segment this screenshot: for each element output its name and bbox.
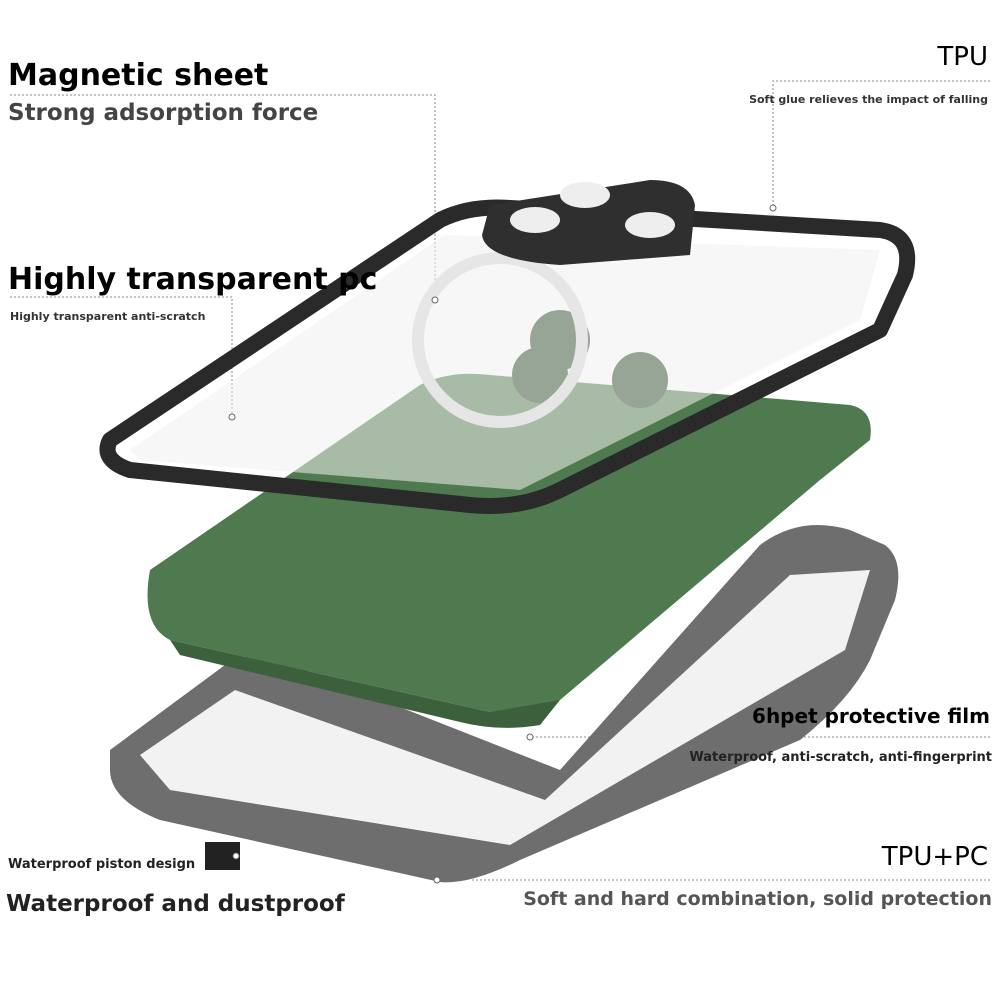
- piston-title: Waterproof piston design: [8, 857, 196, 872]
- film-subtitle: Waterproof, anti-scratch, anti-fingerpri…: [689, 750, 992, 765]
- camera-bump: [482, 180, 695, 265]
- pc-subtitle: Highly transparent anti-scratch: [10, 310, 206, 323]
- film-title: 6hpet protective film: [752, 704, 990, 728]
- pc-title: Highly transparent pc: [8, 262, 378, 297]
- magnetic-title: Magnetic sheet: [8, 58, 269, 93]
- tpupc-subtitle: Soft and hard combination, solid protect…: [523, 888, 992, 910]
- tpu-subtitle: Soft glue relieves the impact of falling: [749, 93, 988, 106]
- top-frame: [99, 180, 916, 514]
- piston-subtitle: Waterproof and dustproof: [6, 891, 345, 917]
- tpupc-title: TPU+PC: [881, 842, 988, 872]
- magnetic-subtitle: Strong adsorption force: [8, 100, 319, 126]
- tpu-title: TPU: [937, 42, 988, 72]
- magsafe-ring: [412, 252, 588, 428]
